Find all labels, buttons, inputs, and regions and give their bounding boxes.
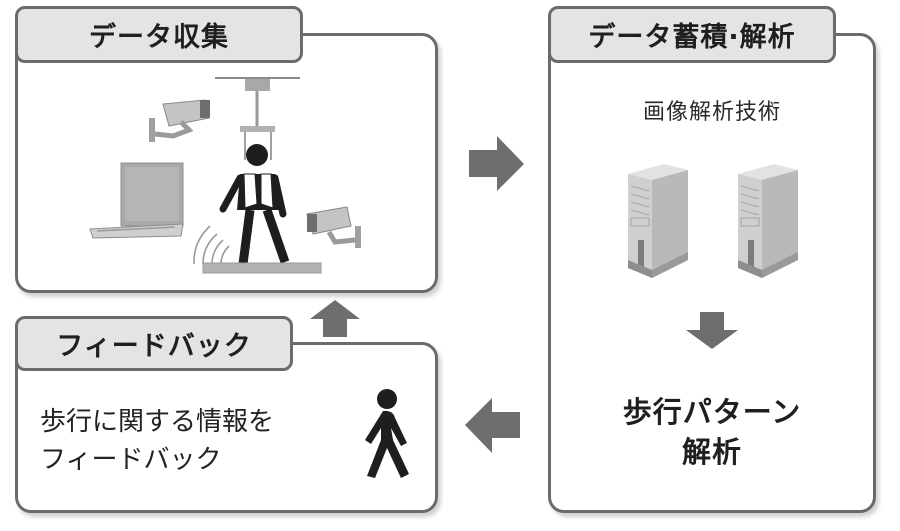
data-analysis-tab: データ蓄積·解析 [548,6,836,63]
feedback-line1: 歩行に関する情報を [40,407,275,437]
pedestrian-icon [365,389,409,478]
data-analysis-title: データ蓄積·解析 [588,22,796,53]
data-collection-title: データ収集 [89,22,229,53]
feedback-tab: フィードバック [15,316,293,371]
data-collection-tab: データ収集 [15,6,303,63]
feedback-title: フィードバック [56,331,252,362]
gait-pattern-label: 歩行パターン 解析 [548,392,876,472]
gait-pattern-line2: 解析 [681,435,742,469]
wireless-signal-icon [193,225,230,265]
ceiling-rail-icon [215,77,300,160]
security-camera-icon [149,99,210,142]
data-analysis-panel [548,33,876,513]
feedback-description: 歩行に関する情報を フィードバック [40,403,274,479]
image-analysis-label: 画像解析技術 [642,100,781,125]
gait-pattern-line1: 歩行パターン [622,395,802,429]
feedback-line2: フィードバック [40,445,222,475]
walking-person-harness-icon [219,144,290,265]
laptop-icon [89,162,184,239]
arrow-up-icon [310,300,360,337]
gait-capture-illustration [89,77,361,274]
arrow-down-icon [686,312,738,349]
arrow-left-icon [465,398,520,453]
force-plate-icon [202,262,322,274]
security-camera-icon [306,206,361,248]
server-tower-icon [738,164,798,278]
arrow-right-icon [469,136,524,191]
server-tower-icon [628,164,688,278]
